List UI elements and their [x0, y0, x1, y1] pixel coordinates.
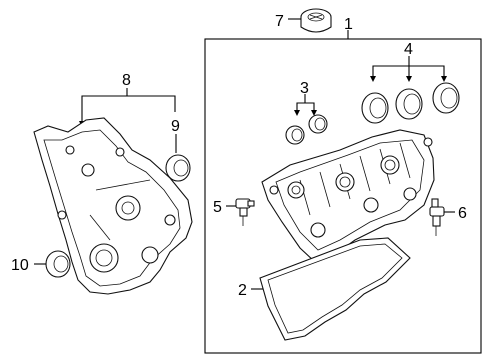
seal-10: [45, 250, 71, 278]
callout-1: 1: [344, 16, 353, 33]
callout-8-bracket: [81, 88, 176, 124]
callout-4-bracket: [372, 56, 445, 79]
callout-6: 6: [458, 205, 467, 222]
callout-2: 2: [238, 282, 247, 299]
sensor-6: [429, 198, 445, 236]
callout-10: 10: [11, 257, 29, 274]
sensor-5: [235, 198, 255, 226]
callout-7: 7: [275, 13, 284, 30]
callout-9: 9: [171, 118, 180, 135]
seal-4b: [395, 88, 423, 120]
callout-4: 4: [404, 41, 413, 58]
seal-3a: [285, 125, 305, 145]
callout-3-bracket: [296, 94, 315, 113]
seal-3b: [308, 114, 328, 134]
seal-4c: [432, 82, 460, 114]
callout-5: 5: [213, 199, 222, 216]
timing-cover: [33, 117, 193, 295]
callout-3: 3: [300, 80, 309, 97]
callout-8: 8: [122, 72, 131, 89]
oil-filler-cap: [300, 8, 332, 33]
valve-cover: [261, 129, 435, 263]
seal-4a: [361, 92, 389, 124]
valve-cover-assembly-box: [204, 38, 482, 354]
seal-9: [165, 154, 191, 182]
valve-cover-gasket: [259, 237, 411, 341]
